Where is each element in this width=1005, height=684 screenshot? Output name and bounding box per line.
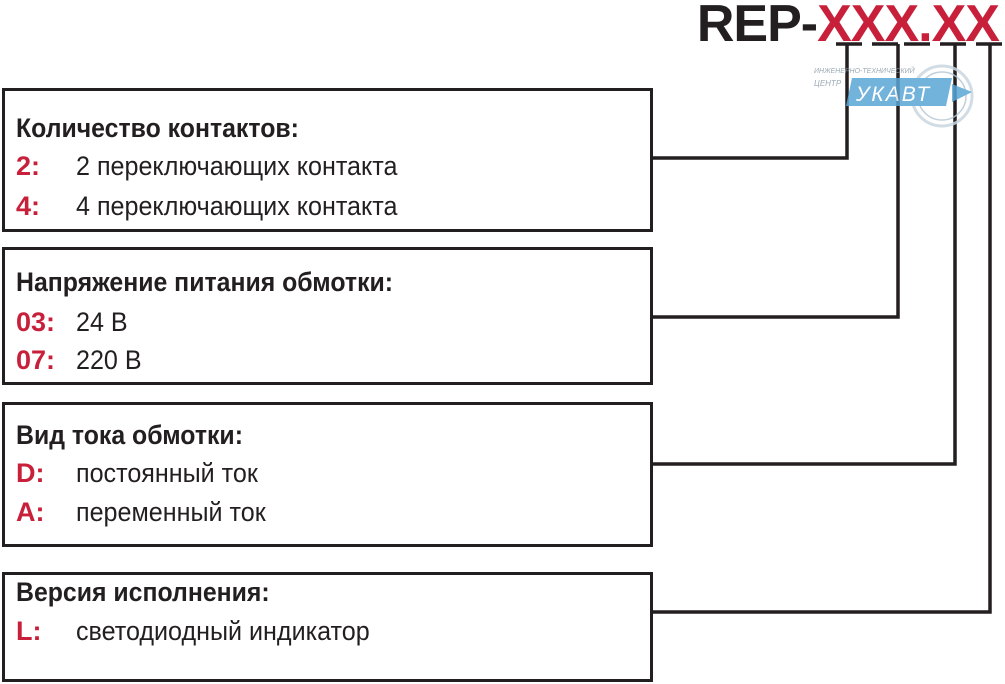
connector-contacts [653, 44, 849, 160]
ukavt-logo: ИНЖЕНЕРНО-ТЕХНИЧЕСКИЙ ЦЕНТР УКАВТ [814, 64, 974, 128]
option-code: 07: [16, 345, 56, 375]
list-item: D: постоянный ток [16, 458, 272, 489]
logo-arrow-icon [952, 84, 972, 102]
model-variable-codes: XXX.XX [817, 0, 1000, 53]
option-code: D: [16, 458, 45, 488]
model-code-title: REP-XXX.XX [696, 0, 1000, 53]
section-heading: Версия исполнения: [16, 577, 270, 607]
logo-brand: УКАВТ [855, 83, 931, 106]
section-heading: Количество контактов: [16, 113, 299, 143]
logo-line1: ИНЖЕНЕРНО-ТЕХНИЧЕСКИЙ [814, 66, 916, 75]
option-desc: 220 В [76, 345, 142, 375]
list-item: 4: 4 переключающих контакта [16, 191, 422, 222]
option-desc: 2 переключающих контакта [76, 151, 398, 181]
option-code: A: [16, 497, 45, 527]
option-desc: постоянный ток [76, 458, 258, 488]
option-code: 4: [16, 191, 41, 221]
option-desc: переменный ток [76, 497, 266, 527]
connector-current [653, 44, 957, 466]
option-code: 2: [16, 151, 41, 181]
option-code: 03: [16, 307, 56, 337]
option-desc: 24 В [76, 307, 128, 337]
section-contacts: Количество контактов: 2: 2 переключающих … [2, 88, 653, 232]
option-desc: 4 переключающих контакта [76, 191, 398, 221]
list-item: L: светодиодный индикатор [16, 616, 392, 647]
connector-version [653, 44, 992, 614]
section-coil-voltage: Напряжение питания обмотки: 03: 24 В 07: 2… [2, 247, 653, 385]
section-version: Версия исполнения: L: светодиодный индика… [2, 572, 653, 682]
list-item: 07: 220 В [16, 345, 147, 376]
model-prefix: REP- [696, 0, 818, 53]
list-item: A: переменный ток [16, 497, 280, 528]
section-coil-current: Вид тока обмотки: D: постоянный ток A: пер… [2, 402, 653, 547]
connector-voltage [653, 44, 900, 319]
section-heading: Вид тока обмотки: [16, 420, 243, 450]
option-code: L: [16, 616, 42, 646]
list-item: 2: 2 переключающих контакта [16, 151, 422, 182]
list-item: 03: 24 В [16, 307, 132, 338]
logo-line2: ЦЕНТР [814, 79, 842, 88]
section-heading: Напряжение питания обмотки: [16, 267, 394, 297]
option-desc: светодиодный индикатор [76, 616, 370, 646]
